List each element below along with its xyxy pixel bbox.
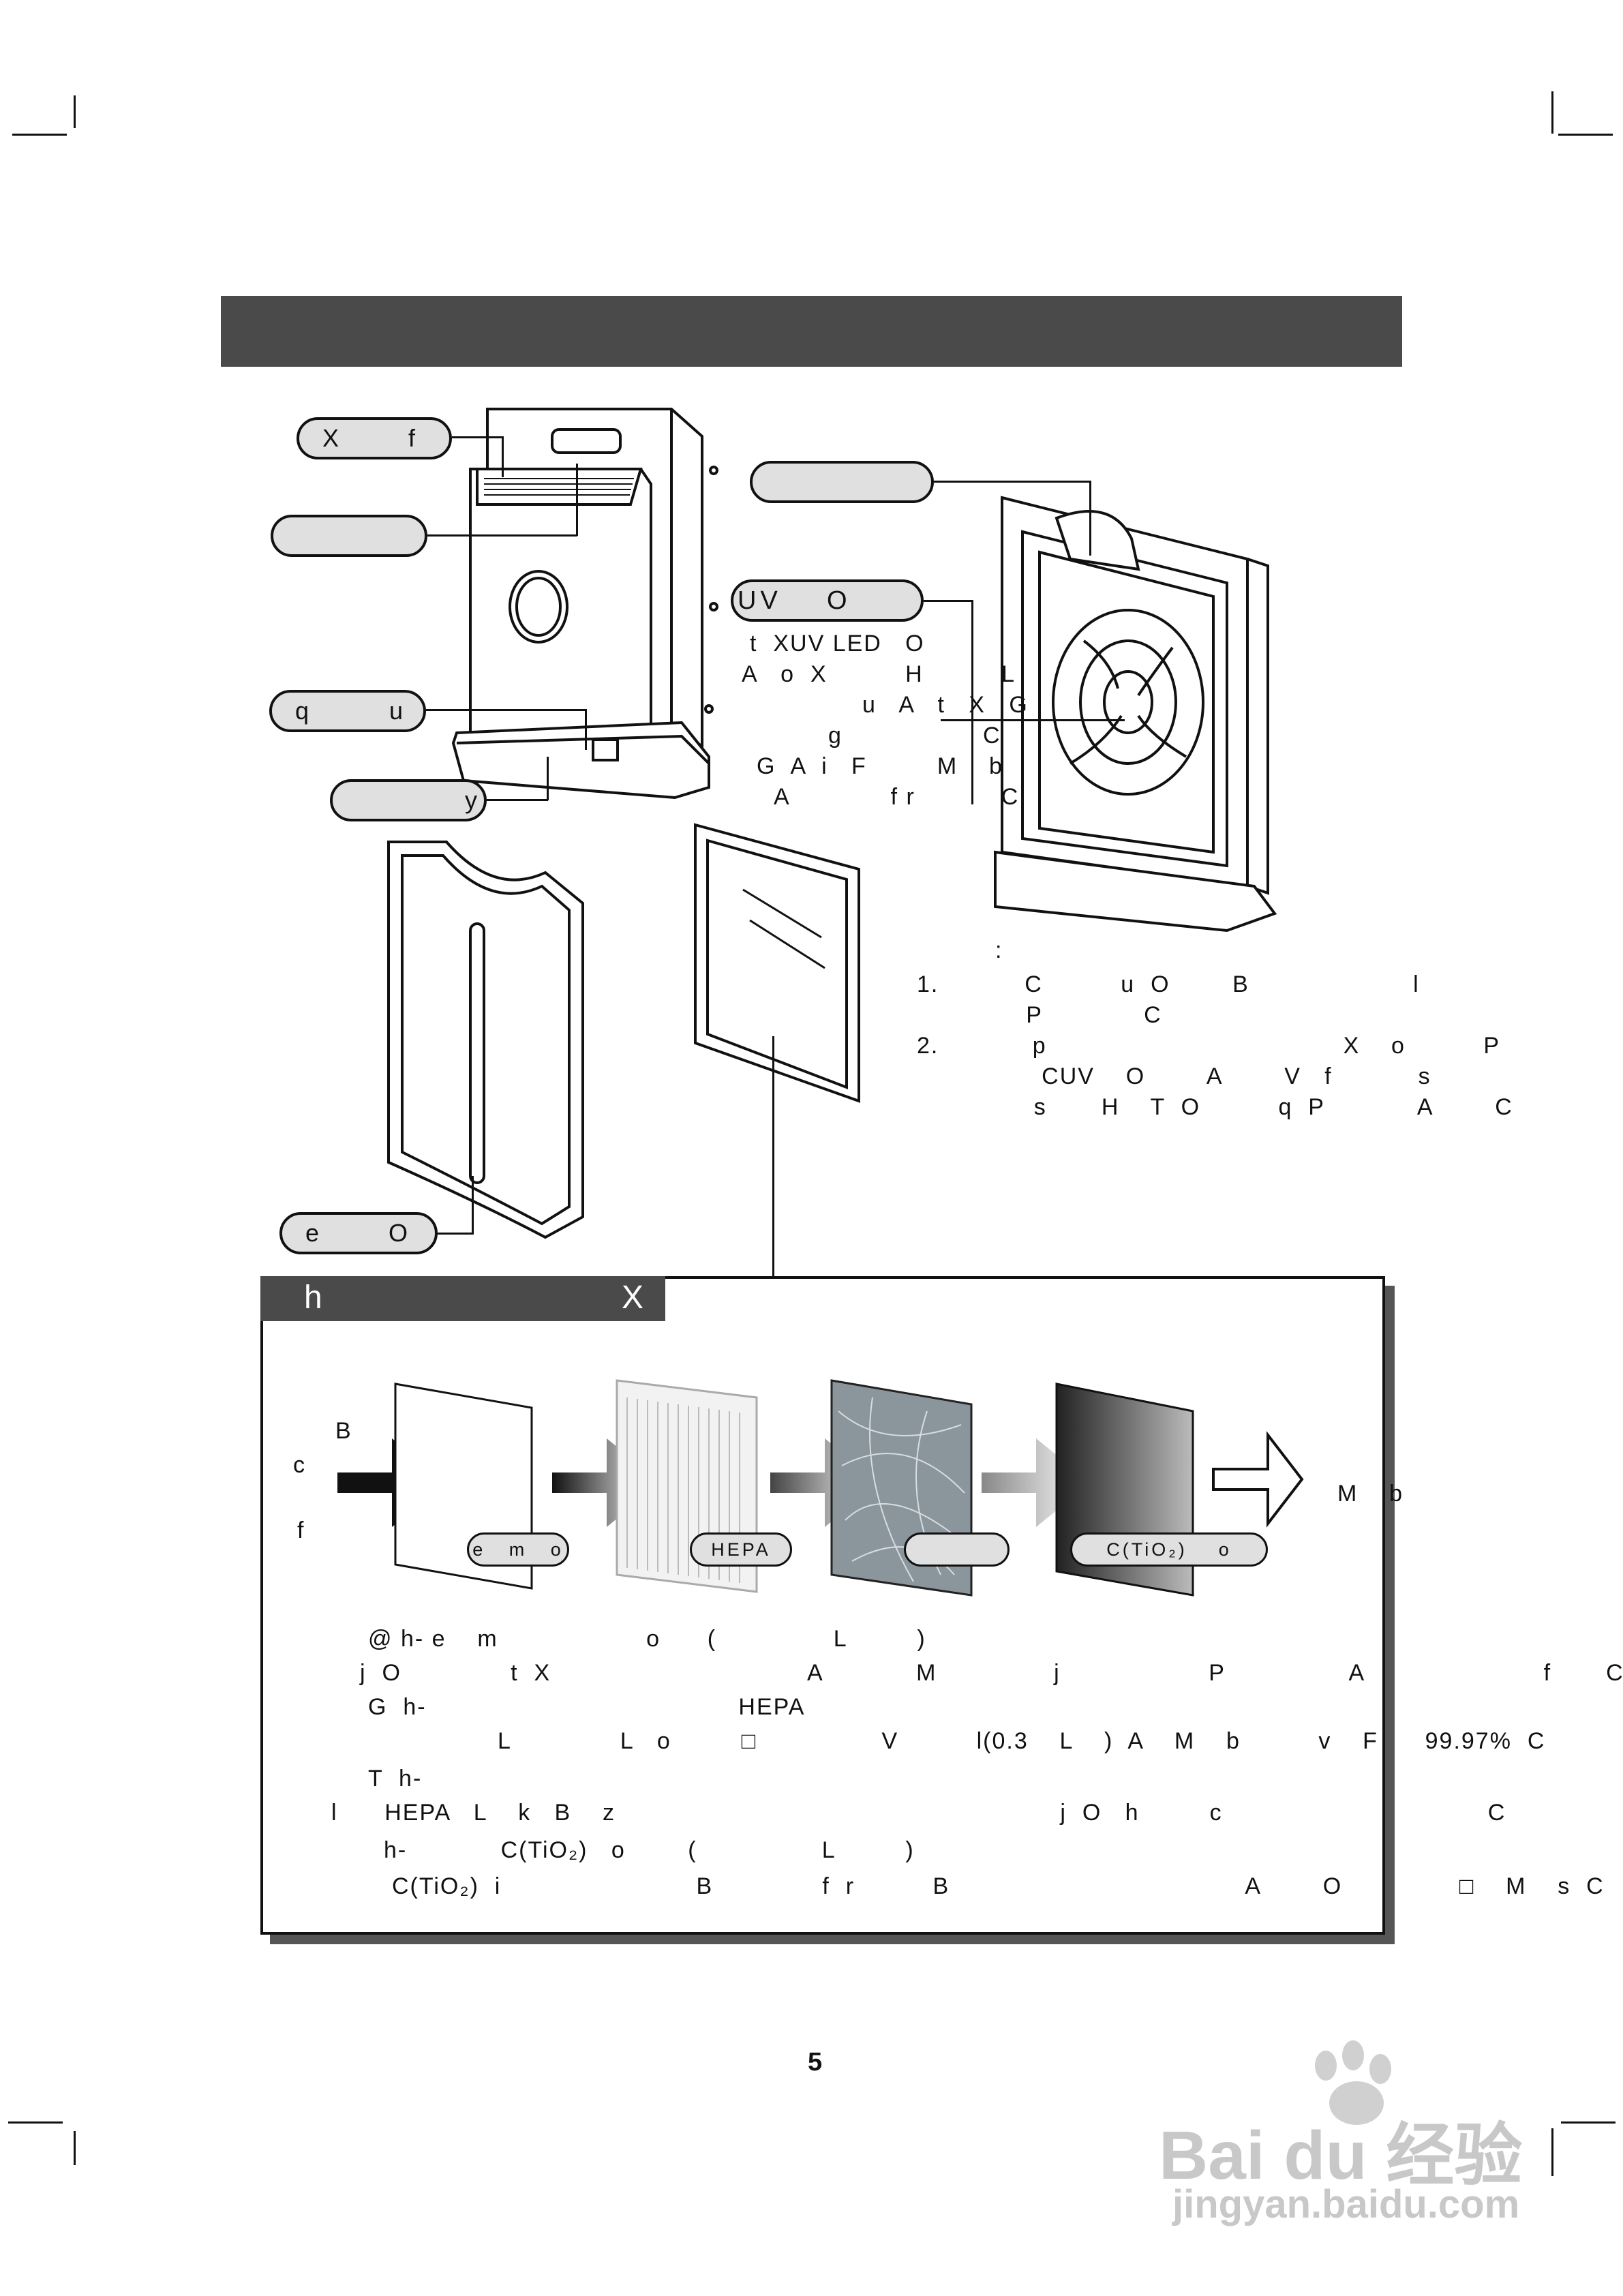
purifier-back-illustration	[994, 496, 1277, 933]
frame-filter-illustration	[694, 823, 860, 1103]
desc-line-1: @ h- e m o ( L )	[368, 1626, 926, 1652]
filter-panel-heading-right: X	[622, 1280, 644, 1316]
uv-desc-line-6: A f r C	[774, 784, 1020, 810]
uv-desc-line-2: A o X H L	[742, 661, 1016, 687]
filter-info-panel	[260, 1276, 1385, 1935]
crop-mark-br-h	[1561, 2121, 1616, 2124]
desc-line-5: T h-	[368, 1766, 423, 1792]
leader-pre-b	[472, 1176, 474, 1235]
note-line-1: 1. C u O B l	[917, 971, 1420, 997]
leader-4b	[547, 757, 549, 800]
leader-1	[452, 436, 503, 438]
filter-label-1: e m o	[467, 1532, 569, 1567]
watermark-brand: Bai du 经验	[1159, 2117, 1523, 2194]
crop-mark-tr-v	[1551, 91, 1553, 134]
crop-mark-bl-h	[8, 2121, 63, 2124]
leader-1b	[502, 436, 504, 477]
uv-desc-line-3: u A t X G	[862, 692, 1029, 718]
label-front-1: X f	[297, 417, 452, 459]
crop-mark-bl-v	[74, 2131, 76, 2165]
leader-uv-b	[971, 600, 973, 804]
filter-stack-illustration	[337, 1379, 1304, 1597]
airflow-in-text-1: B	[335, 1418, 352, 1444]
label-front-3: q u	[269, 690, 426, 732]
leader-2b	[576, 464, 578, 536]
filter-panel-heading-left: h	[304, 1280, 322, 1316]
watermark-url: jingyan.baidu.com	[1172, 2182, 1520, 2226]
airflow-in-text-3: f	[297, 1517, 305, 1543]
desc-line-6: l HEPA L k B z j O h c C	[331, 1800, 1506, 1826]
filter-label-3	[904, 1532, 1010, 1567]
filter-label-4: C(TiO₂) o	[1070, 1532, 1268, 1567]
leader-4	[487, 799, 548, 801]
leader-3	[426, 709, 586, 711]
crop-mark-br-v	[1551, 2128, 1553, 2176]
leader-pre	[438, 1233, 473, 1235]
section-header-bar	[221, 296, 1402, 367]
leader-back-top-b	[1089, 481, 1091, 556]
page-number: 5	[808, 2048, 824, 2076]
crop-mark-tr-h	[1558, 134, 1613, 136]
note-line-2: P C	[917, 1002, 1162, 1028]
leader-back-top	[934, 481, 1091, 483]
desc-line-8: C(TiO₂) i B f r B A O □ M s C	[392, 1873, 1605, 1899]
label-uv: UV O	[731, 579, 924, 622]
label-front-4: y	[330, 779, 487, 821]
leader-uv-c	[941, 719, 1125, 721]
crop-mark-tl-h	[12, 134, 67, 136]
note-line-3: 2. p X o P	[917, 1033, 1501, 1059]
desc-line-7: h- C(TiO₂) o ( L )	[384, 1837, 915, 1863]
crop-mark-tl-v	[74, 95, 76, 128]
leader-3b	[585, 709, 587, 750]
label-back-top	[750, 461, 934, 503]
uv-desc-line-4: g C	[828, 723, 1001, 749]
filter-panel-header: h X	[260, 1276, 665, 1321]
note-line-4: CUV O A V f s	[917, 1063, 1431, 1089]
leader-2	[427, 534, 577, 537]
filter-label-2: HEPA	[690, 1532, 792, 1567]
desc-line-2: j O t X A M j P A f C	[360, 1660, 1623, 1686]
notes-heading: :	[995, 937, 1003, 963]
label-front-2	[271, 515, 427, 557]
label-pre-filter: e O	[279, 1212, 438, 1254]
leader-uv	[924, 600, 973, 602]
note-line-5: s H T O q P A C	[917, 1094, 1513, 1120]
pre-filter-illustration	[387, 841, 584, 1239]
airflow-out-text: M b	[1337, 1481, 1404, 1507]
uv-desc-line-1: t XUV LED O	[750, 631, 925, 656]
airflow-in-text-2: c	[293, 1452, 306, 1478]
paw-logo-icon	[1315, 2040, 1391, 2125]
desc-line-4: L L o □ V l(0.3 L ) A M b v F 99.97% C	[498, 1728, 1546, 1754]
leader-line-frame	[772, 1036, 774, 1276]
purifier-front-illustration	[451, 408, 718, 800]
desc-line-3: G h- HEPA	[368, 1694, 806, 1720]
uv-desc-line-5: G A i F M b	[757, 753, 1003, 779]
